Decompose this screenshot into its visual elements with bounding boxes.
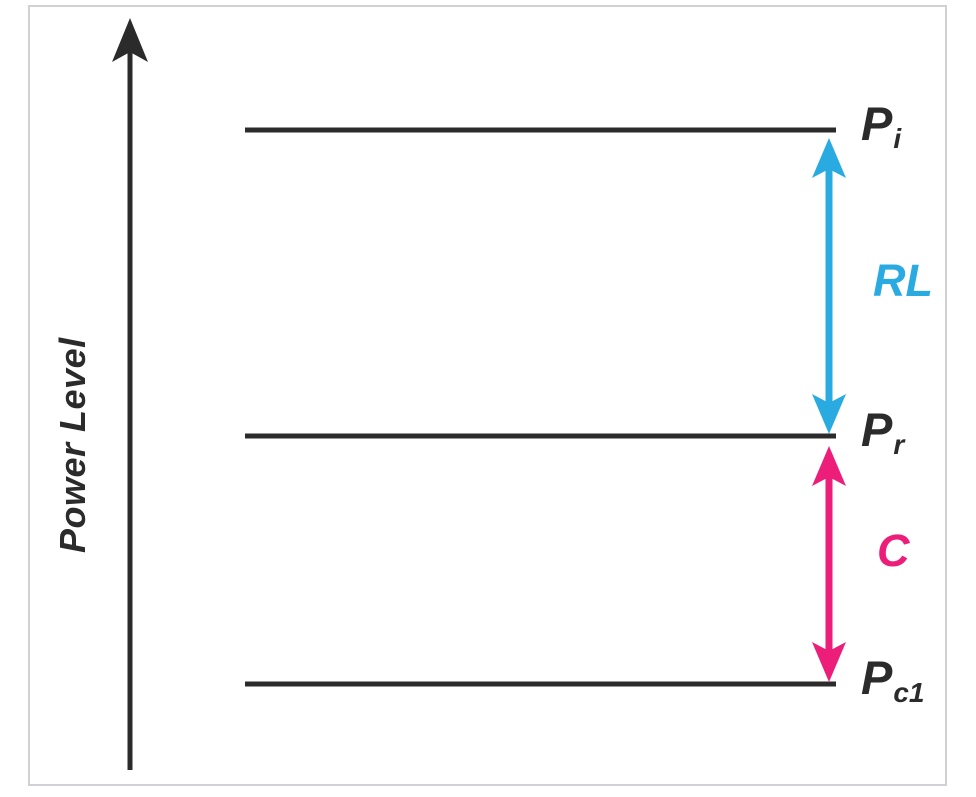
level-label-pc1-symbol: P — [861, 651, 893, 704]
level-label-pi-subscript: i — [893, 123, 902, 155]
level-label-pc1-subscript: c1 — [893, 677, 925, 709]
level-label-pi: Pi — [861, 100, 901, 153]
gap-arrow-rl-head-down-icon — [812, 394, 846, 434]
gap-arrow-c-head-up-icon — [812, 446, 846, 486]
gap-arrow-rl-head-up-icon — [812, 138, 846, 178]
level-label-pi-symbol: P — [861, 97, 893, 150]
figure-border — [28, 5, 947, 786]
gap-arrow-rl — [812, 138, 846, 434]
power-level-axis — [112, 18, 148, 770]
gap-arrow-c — [812, 446, 846, 682]
axis-arrowhead-icon — [112, 18, 148, 62]
axis-title-power-level: Power Level — [52, 337, 93, 553]
level-label-pc1: Pc1 — [861, 654, 925, 707]
level-label-pr: Pr — [861, 406, 904, 459]
gap-label-c: C — [877, 525, 910, 576]
level-label-pr-subscript: r — [893, 429, 905, 461]
level-label-pr-symbol: P — [861, 403, 893, 456]
gap-label-rl: RL — [873, 255, 933, 306]
gap-arrow-c-head-down-icon — [812, 642, 846, 682]
